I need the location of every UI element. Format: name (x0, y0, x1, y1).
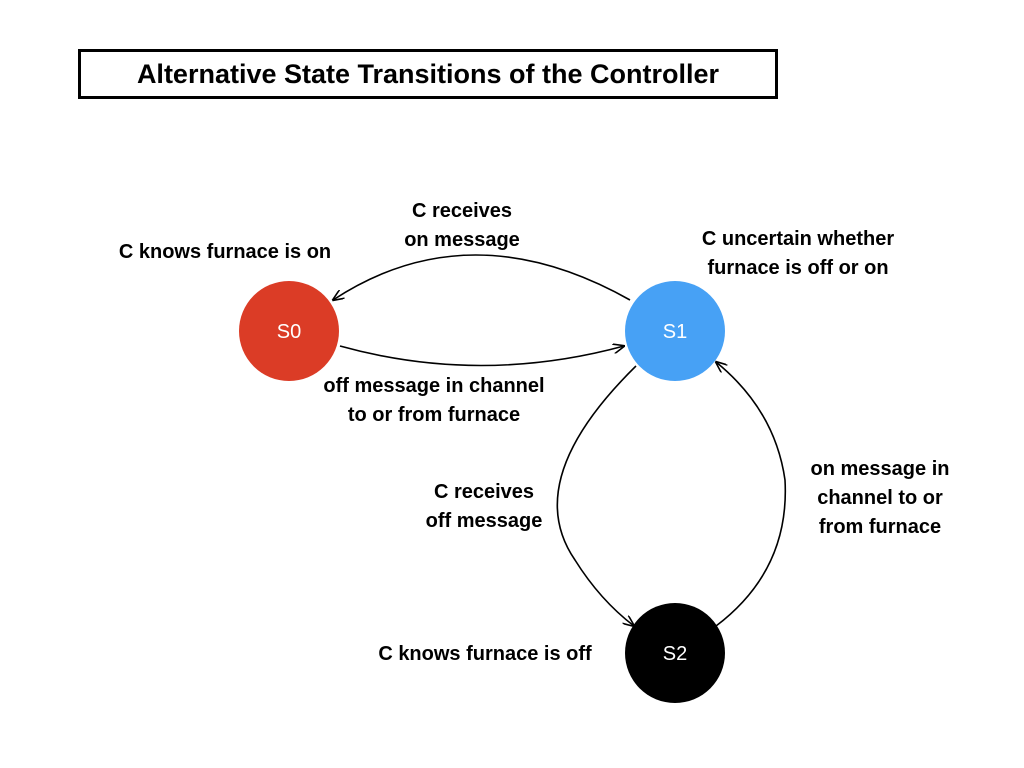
transition-label-s0-to-s1: off message in channel to or from furnac… (289, 372, 579, 430)
state-node-s0: S0 (239, 281, 339, 381)
transition-arrow-s1-to-s2 (556, 365, 637, 626)
state-description-s2: C knows furnace is off (350, 640, 620, 669)
state-node-s2: S2 (625, 603, 725, 703)
transition-label-line: C receives (411, 200, 513, 222)
transition-arrow-s0-to-s1 (339, 346, 624, 367)
state-description-s1-line: C uncertain whether (701, 228, 895, 250)
state-node-s1: S1 (625, 281, 725, 381)
transition-label-line: on message in (810, 458, 950, 480)
transition-label-s1-to-s2: C receives off message (399, 478, 569, 536)
state-description-s2-line: C knows furnace is off (378, 643, 592, 665)
state-description-s0-line: C knows furnace is on (118, 241, 332, 263)
transition-arrow-s2-to-s1 (716, 362, 787, 627)
transition-label-line: to or from furnace (347, 404, 521, 426)
state-circle-s0 (239, 281, 339, 381)
state-label-s2: S2 (663, 643, 687, 665)
transition-arrow-s1-to-s0 (333, 254, 631, 300)
transition-label-line: off message in channel (323, 375, 545, 397)
transition-label-line: channel to or (817, 487, 943, 509)
diagram-title: Alternative State Transitions of the Con… (78, 49, 778, 99)
state-description-s0: C knows furnace is on (90, 238, 360, 267)
transition-label-line: C receives (433, 481, 535, 503)
state-circle-s2 (625, 603, 725, 703)
state-label-s0: S0 (277, 321, 301, 343)
transition-label-line: from furnace (818, 516, 942, 538)
state-label-s1: S1 (663, 321, 687, 343)
state-description-s1: C uncertain whether furnace is off or on (668, 225, 928, 283)
transition-label-s1-to-s0: C receives on message (372, 197, 552, 255)
state-description-s1-line: furnace is off or on (707, 257, 889, 279)
transition-label-line: off message (425, 510, 543, 532)
transition-label-s2-to-s1: on message in channel to or from furnace (790, 455, 970, 542)
state-circle-s1 (625, 281, 725, 381)
transition-label-line: on message (404, 229, 520, 251)
